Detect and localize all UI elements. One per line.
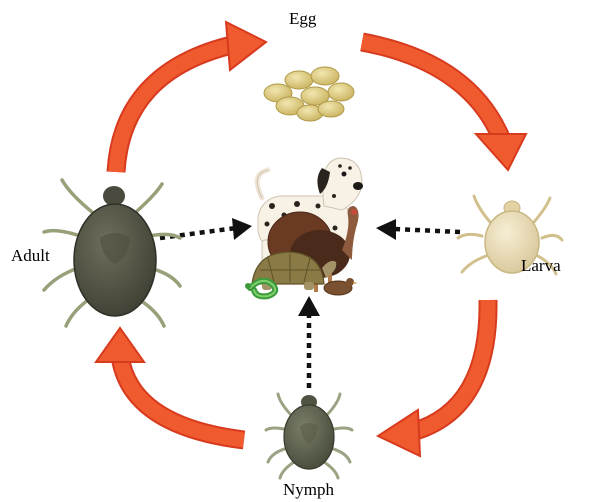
stage-label-nymph: Nymph (283, 481, 334, 498)
nymph-tick (266, 394, 352, 478)
stage-label-egg: Egg (289, 10, 316, 27)
stage-label-larva: Larva (521, 257, 561, 274)
cycle-arrow-nymph-to-adult (96, 328, 244, 440)
dotted-arrow-nymph-to-hosts (298, 296, 320, 388)
cycle-arrow-adult-to-egg (116, 22, 266, 172)
host-animals (245, 158, 363, 296)
cycle-arrow-larva-to-nymph (378, 300, 488, 456)
egg-cluster (264, 67, 354, 121)
cycle-arrow-egg-to-larva (362, 42, 526, 170)
adult-tick (44, 180, 180, 326)
stage-label-adult: Adult (11, 247, 50, 264)
dotted-arrow-larva-to-hosts (376, 219, 460, 240)
